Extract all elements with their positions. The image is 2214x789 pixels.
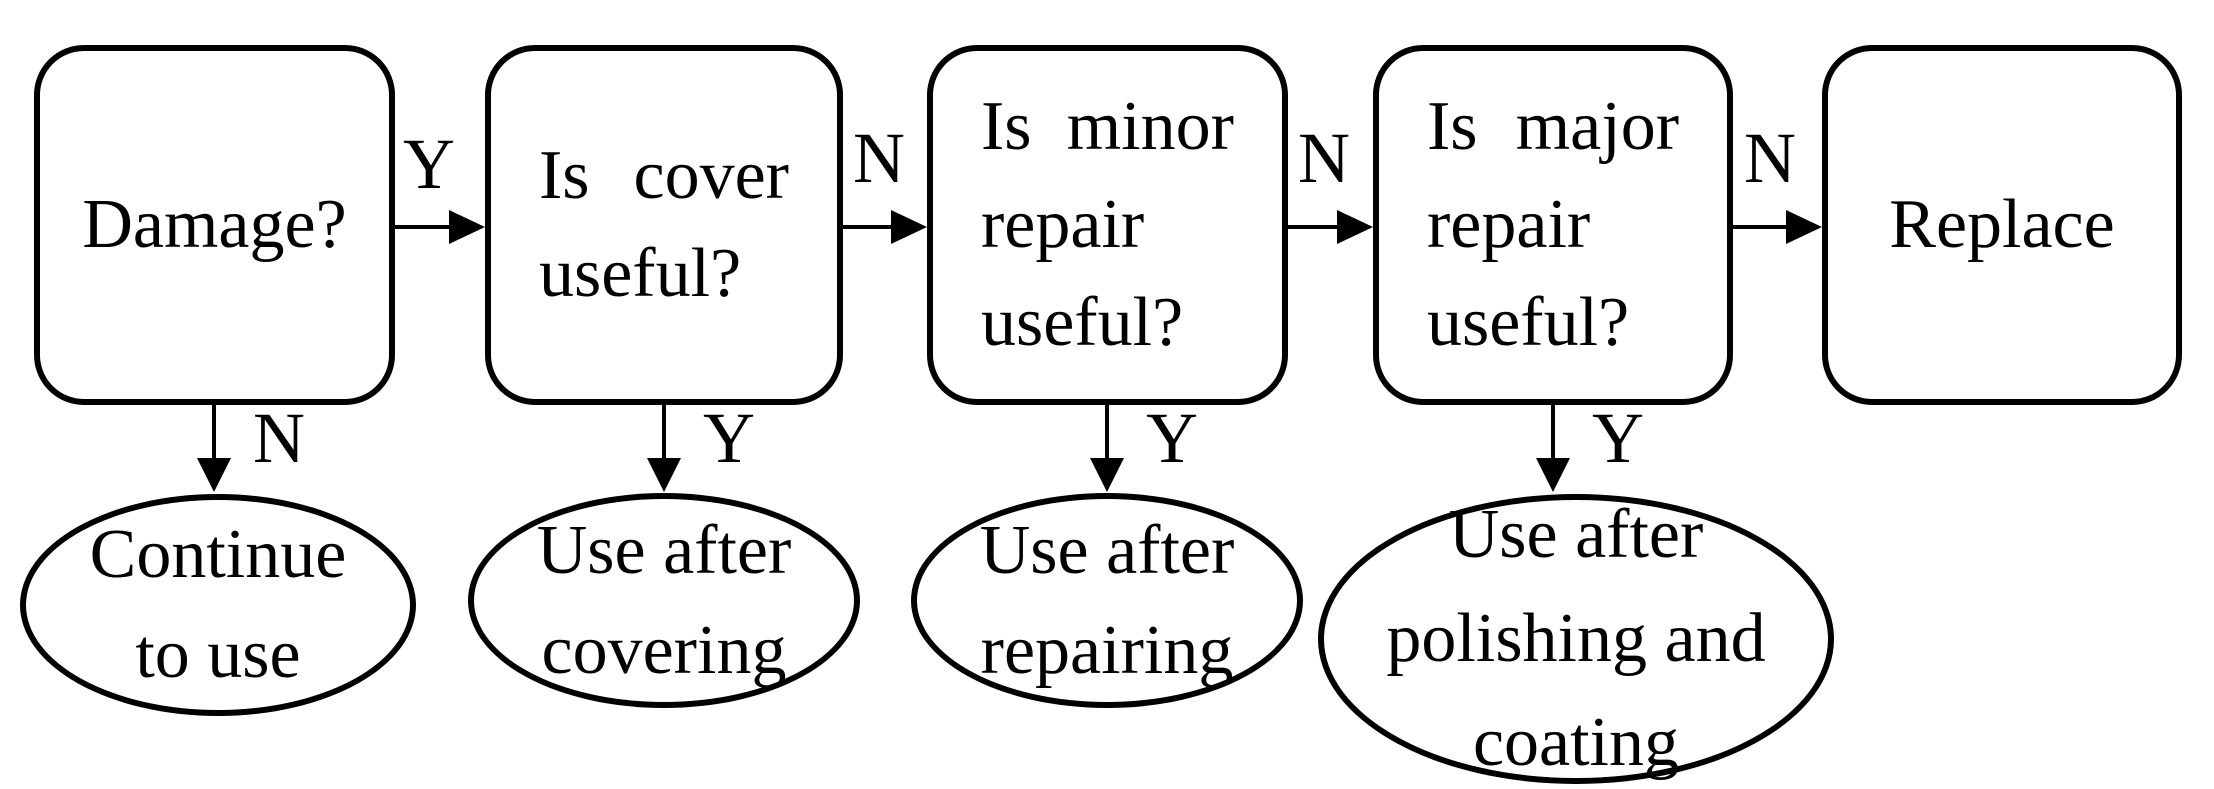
terminal-use-after-polishing-coating: Use after polishing and coating <box>1318 494 1834 784</box>
terminal-polishing-line-3: coating <box>1472 704 1680 781</box>
arrow-cover-to-minor-head <box>891 210 927 244</box>
terminal-repairing-line-2: repairing <box>980 611 1234 689</box>
edge-label-cover-no: N <box>853 118 905 198</box>
arrow-major-to-polishing-head <box>1536 458 1570 492</box>
arrow-major-to-replace-shaft <box>1733 225 1786 229</box>
edge-label-cover-yes: Y <box>703 398 755 478</box>
process-box-replace-text: Replace <box>1889 186 2115 263</box>
terminal-repairing-line-1: Use after <box>979 511 1235 589</box>
decision-box-major-repair-line-1: Is major <box>1427 88 1679 165</box>
arrow-cover-to-minor-shaft <box>843 225 891 229</box>
arrow-damage-to-cover-head <box>449 210 485 244</box>
decision-box-damage: Damage? <box>34 45 395 405</box>
terminal-polishing-line-1: Use after <box>1448 496 1704 573</box>
terminal-polishing-line-2: polishing and <box>1386 600 1766 677</box>
arrow-damage-to-continue-head <box>197 458 231 492</box>
decision-box-cover-useful: Is cover useful? <box>485 45 843 405</box>
edge-label-damage-yes: Y <box>403 124 455 204</box>
decision-box-cover-useful-line-2: useful? <box>539 235 742 312</box>
terminal-use-after-covering: Use after covering <box>468 493 860 708</box>
decision-box-major-repair-line-3: useful? <box>1427 284 1630 361</box>
arrow-minor-to-repairing-shaft <box>1105 403 1109 461</box>
edge-label-minor-no: N <box>1298 118 1350 198</box>
arrow-minor-to-major-shaft <box>1288 225 1337 229</box>
arrow-major-to-replace-head <box>1786 210 1822 244</box>
terminal-continue-to-use: Continue to use <box>20 494 416 716</box>
terminal-covering-line-2: covering <box>541 611 787 689</box>
arrow-damage-to-cover-shaft <box>395 225 449 229</box>
edge-label-minor-yes: Y <box>1146 398 1198 478</box>
decision-box-minor-repair-line-3: useful? <box>981 284 1184 361</box>
arrow-cover-to-covering-head <box>647 458 681 492</box>
arrow-major-to-polishing-shaft <box>1551 403 1555 461</box>
process-box-replace: Replace <box>1822 45 2182 405</box>
terminal-use-after-repairing: Use after repairing <box>911 493 1303 708</box>
decision-box-minor-repair-line-2: repair <box>981 186 1145 263</box>
decision-box-damage-text: Damage? <box>82 186 347 263</box>
terminal-covering-line-1: Use after <box>536 511 792 589</box>
decision-box-cover-useful-line-1: Is cover <box>539 137 789 214</box>
arrow-cover-to-covering-shaft <box>662 403 666 461</box>
decision-box-major-repair: Is major repair useful? <box>1373 45 1733 405</box>
terminal-continue-line-2: to use <box>135 616 301 693</box>
terminal-continue-line-1: Continue <box>89 516 347 593</box>
arrow-minor-to-major-head <box>1337 210 1373 244</box>
decision-box-major-repair-line-2: repair <box>1427 186 1591 263</box>
edge-label-damage-no: N <box>253 398 305 478</box>
arrow-minor-to-repairing-head <box>1090 458 1124 492</box>
edge-label-major-no: N <box>1744 118 1796 198</box>
arrow-damage-to-continue-shaft <box>212 403 216 461</box>
edge-label-major-yes: Y <box>1592 398 1644 478</box>
decision-box-minor-repair-line-1: Is minor <box>981 88 1234 165</box>
decision-box-minor-repair: Is minor repair useful? <box>927 45 1288 405</box>
